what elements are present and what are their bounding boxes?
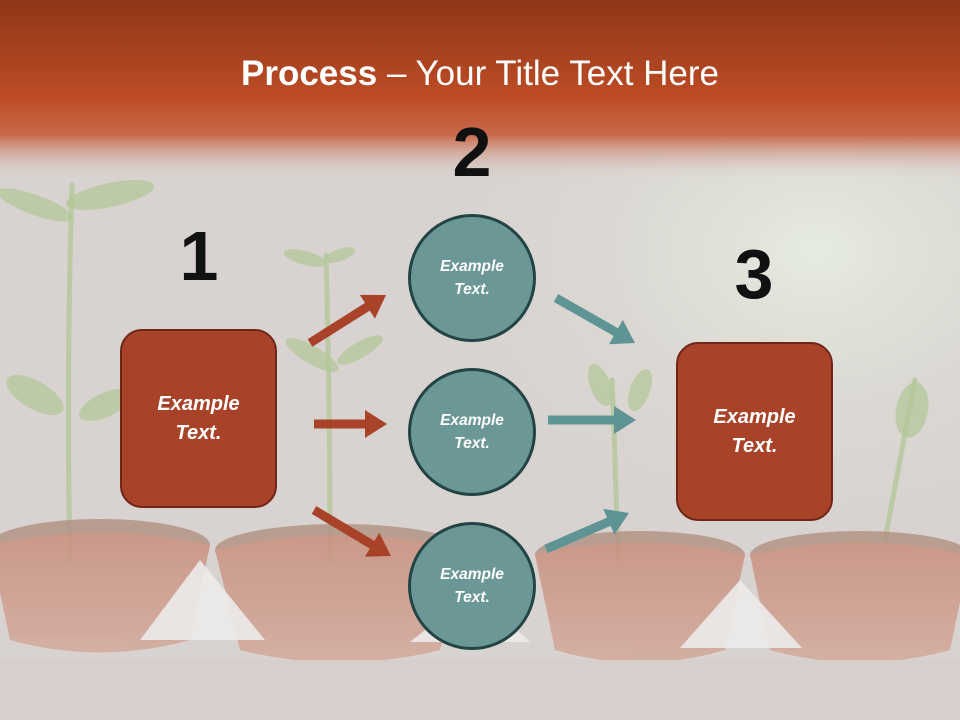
circle-top-line1: Example [440, 258, 504, 275]
circle-middle-line2: Text. [454, 435, 490, 452]
arrow-left-top-icon [307, 294, 386, 347]
left-box-line1: Example [157, 392, 240, 415]
arrow-right-middle-icon [548, 406, 636, 434]
arrow-left-middle-icon [314, 410, 387, 438]
right-box-line2: Text. [731, 434, 778, 457]
step-number-3: 3 [734, 235, 774, 313]
title-bold: Process [241, 54, 378, 93]
arrow-left-bottom-icon [311, 506, 391, 557]
circle-top-line2: Text. [454, 281, 490, 298]
title-rest: – Your Title Text Here [377, 54, 719, 93]
circle-bottom-line2: Text. [454, 589, 490, 606]
right-box-line1: Example [713, 405, 796, 428]
slide-title: Process – Your Title Text Here [0, 52, 960, 96]
arrow-right-top-icon [553, 294, 635, 345]
arrow-right-bottom-icon [544, 508, 629, 554]
circle-middle-line1: Example [440, 412, 504, 429]
step-number-2: 2 [452, 113, 492, 191]
left-box-line2: Text. [175, 421, 222, 444]
circle-bottom-line1: Example [440, 566, 504, 583]
step-number-1: 1 [179, 217, 219, 295]
